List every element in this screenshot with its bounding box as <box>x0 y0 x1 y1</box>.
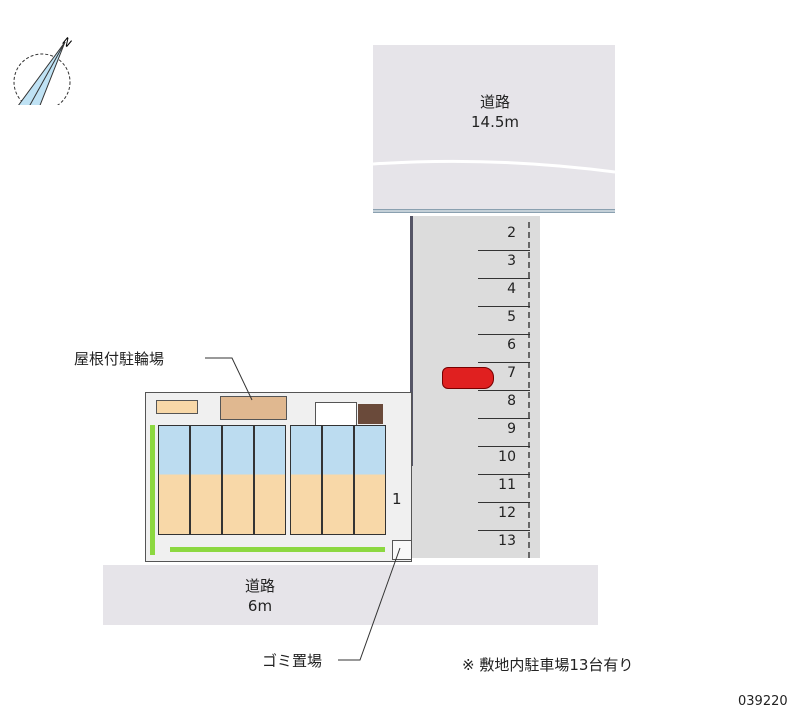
parking-space: 4 <box>478 278 530 307</box>
parking-space: 3 <box>478 250 530 279</box>
apartment-unit <box>158 425 190 535</box>
garbage-label: ゴミ置場 <box>262 652 323 670</box>
parking-space: 10 <box>478 446 530 475</box>
parking-space: 2 <box>478 222 530 251</box>
parking-space: 11 <box>478 474 530 503</box>
road-width: 14.5m <box>470 113 519 131</box>
parking-space: 1 <box>392 490 402 508</box>
property-code: 039220 <box>738 694 788 709</box>
road-name: 道路 <box>244 577 275 595</box>
parking-space: 12 <box>478 502 530 531</box>
road-south-label: 道路 6m <box>205 576 315 616</box>
stairs <box>315 402 357 426</box>
parking-space: 6 <box>478 334 530 363</box>
compass-icon: N <box>13 35 74 105</box>
bicycle-parking-area <box>220 396 287 420</box>
mailbox <box>358 404 383 424</box>
car-icon <box>442 367 494 389</box>
parking-space: 8 <box>478 390 530 419</box>
parking-note: ※ 敷地内駐車場13台有り <box>462 656 634 674</box>
parking-space: 13 <box>498 533 516 549</box>
parking-space: 5 <box>478 306 530 335</box>
greenery <box>170 547 385 552</box>
fence <box>410 216 413 466</box>
apartment-unit <box>290 425 322 535</box>
road-south <box>103 565 598 625</box>
apartment-unit <box>222 425 254 535</box>
apartment-unit <box>254 425 286 535</box>
apartment-unit <box>190 425 222 535</box>
road-north-label: 道路 14.5m <box>440 92 550 132</box>
bicycle-parking-label: 屋根付駐輪場 <box>74 350 165 368</box>
road-width: 6m <box>247 597 273 615</box>
apartment-unit <box>354 425 386 535</box>
apartment-unit <box>322 425 354 535</box>
storage <box>156 400 198 414</box>
road-edge-lines <box>373 159 615 213</box>
greenery <box>150 425 155 555</box>
parking-space-occupied: 7 <box>478 362 530 391</box>
road-name: 道路 <box>479 93 510 111</box>
parking-space: 9 <box>478 418 530 447</box>
road-north <box>373 45 615 213</box>
